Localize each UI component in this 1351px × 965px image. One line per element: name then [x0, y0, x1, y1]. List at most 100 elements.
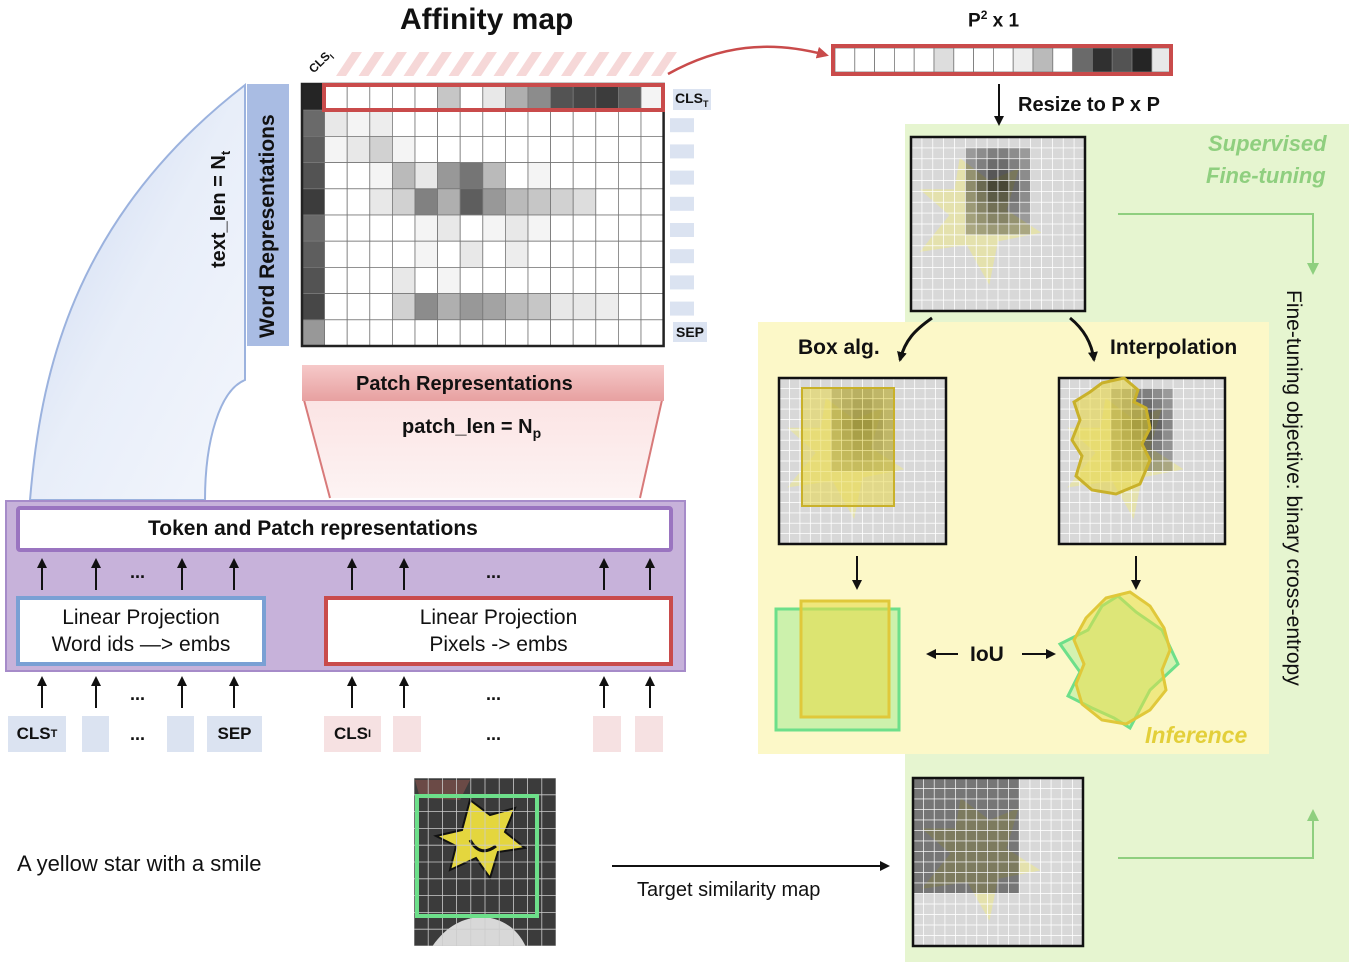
map-shade-cell [1008, 180, 1020, 192]
matrix-cell [527, 83, 552, 111]
map-shade-cell [934, 841, 945, 852]
map-shade-cell [998, 862, 1009, 873]
matrix-cell [346, 162, 371, 190]
map-shade-cell [998, 883, 1009, 894]
chip-cls-t-sub: T [50, 728, 58, 740]
matrix-cell [346, 135, 371, 163]
matrix-cell [640, 162, 665, 190]
map-shade-cell [955, 883, 967, 894]
map-shade-cell [1162, 398, 1174, 410]
matrix-cell [550, 214, 574, 242]
map-shade-cell [976, 862, 988, 873]
matrix-cell [482, 240, 506, 268]
matrix-cell [527, 188, 552, 216]
matrix-cell [482, 266, 506, 294]
matrix-cell [550, 83, 574, 111]
map-shade-cell [955, 809, 967, 820]
cls-i-stripe [538, 52, 565, 76]
linear-pixel-box: Linear Projection Pixels -> embs [328, 600, 669, 662]
map-shade-cell [1008, 202, 1020, 214]
matrix-cell [482, 135, 506, 163]
map-shade-cell [934, 809, 945, 820]
matrix-cell [414, 319, 439, 347]
map-shade-cell [976, 788, 988, 799]
box-alg-label: Box alg. [798, 336, 880, 359]
matrix-cell [301, 83, 326, 111]
matrix-cell [437, 319, 461, 347]
map-shade-cell [1019, 180, 1031, 192]
map-shade-cell [913, 883, 924, 894]
matrix-cell [618, 293, 642, 321]
matrix-cell [527, 266, 552, 294]
map-shade-cell [966, 809, 977, 820]
matrix-cell [391, 109, 416, 137]
matrix-cell [437, 162, 461, 190]
vector-cell [1012, 47, 1034, 73]
matrix-cls-t-label: CLST [673, 89, 711, 110]
matrix-cell [301, 214, 326, 242]
map-shade-cell [934, 820, 945, 831]
map-shade-cell [923, 778, 935, 789]
linear-word-box: Linear Projection Word ids —> embs [20, 600, 262, 662]
cls-i-stripe [493, 52, 520, 76]
map-shade-cell [998, 202, 1009, 214]
map-shade-cell [966, 778, 977, 789]
chip-cls-t-text: CLS [16, 724, 51, 743]
matrix-cell [550, 319, 574, 347]
map-shade-cell [1008, 213, 1020, 224]
map-shade-cell [966, 851, 977, 862]
matrix-cell [527, 240, 552, 268]
map-shade-cell [955, 830, 967, 841]
map-shade-cell [923, 872, 935, 883]
chip-cls-i-text: CLS [333, 724, 368, 743]
matrix-cell [369, 214, 393, 242]
map-shade-cell [965, 202, 977, 214]
matrix-cell [482, 83, 506, 111]
map-shade-cell [1008, 883, 1020, 894]
patch-len-label: patch_len = Np [402, 416, 541, 441]
matrix-cell [391, 188, 416, 216]
matrix-cell [324, 162, 348, 190]
map-shade-cell [976, 202, 988, 214]
map-shade-cell [913, 799, 924, 810]
ellipsis-enc-1: ... [130, 562, 146, 582]
map-shade-cell [987, 180, 998, 192]
map-shade-cell [998, 788, 1009, 799]
matrix-cell [437, 135, 461, 163]
matrix-cell [346, 83, 371, 111]
map-shade-cell [987, 862, 998, 873]
map-shade-cell [966, 883, 977, 894]
map-shade-cell [1152, 398, 1163, 410]
cls-i-stripe [336, 52, 362, 76]
cls-i-stripe [448, 52, 475, 76]
matrix-cell [346, 109, 371, 137]
matrix-cell [595, 266, 619, 294]
matrix-cell [459, 319, 484, 347]
map-shade-cell [1008, 169, 1020, 181]
map-shade-cell [966, 830, 977, 841]
map-shade-cell [944, 830, 956, 841]
map-shade-cell [998, 147, 1009, 159]
chip-word-1 [82, 716, 109, 752]
matrix-cell [550, 293, 574, 321]
matrix-cell [301, 319, 326, 347]
map-shade-cell [1008, 851, 1020, 862]
matrix-cell [550, 266, 574, 294]
patch-len-text: patch_len = N [402, 416, 533, 438]
matrix-cell [572, 83, 597, 111]
matrix-cell [346, 214, 371, 242]
matrix-cell [618, 135, 642, 163]
map-shade-cell [998, 169, 1009, 181]
matrix-cell [618, 266, 642, 294]
matrix-cell [640, 188, 665, 216]
matrix-cell [527, 109, 552, 137]
iou-label: IoU [970, 643, 1004, 666]
matrix-cell [414, 162, 439, 190]
map-shade-cell [966, 799, 977, 810]
text-token-column [670, 118, 694, 316]
map-shade-cell [976, 180, 988, 192]
map-shade-cell [965, 180, 977, 192]
matrix-cell [391, 162, 416, 190]
map-shade-cell [913, 778, 924, 789]
map-shade-cell [1019, 202, 1031, 214]
